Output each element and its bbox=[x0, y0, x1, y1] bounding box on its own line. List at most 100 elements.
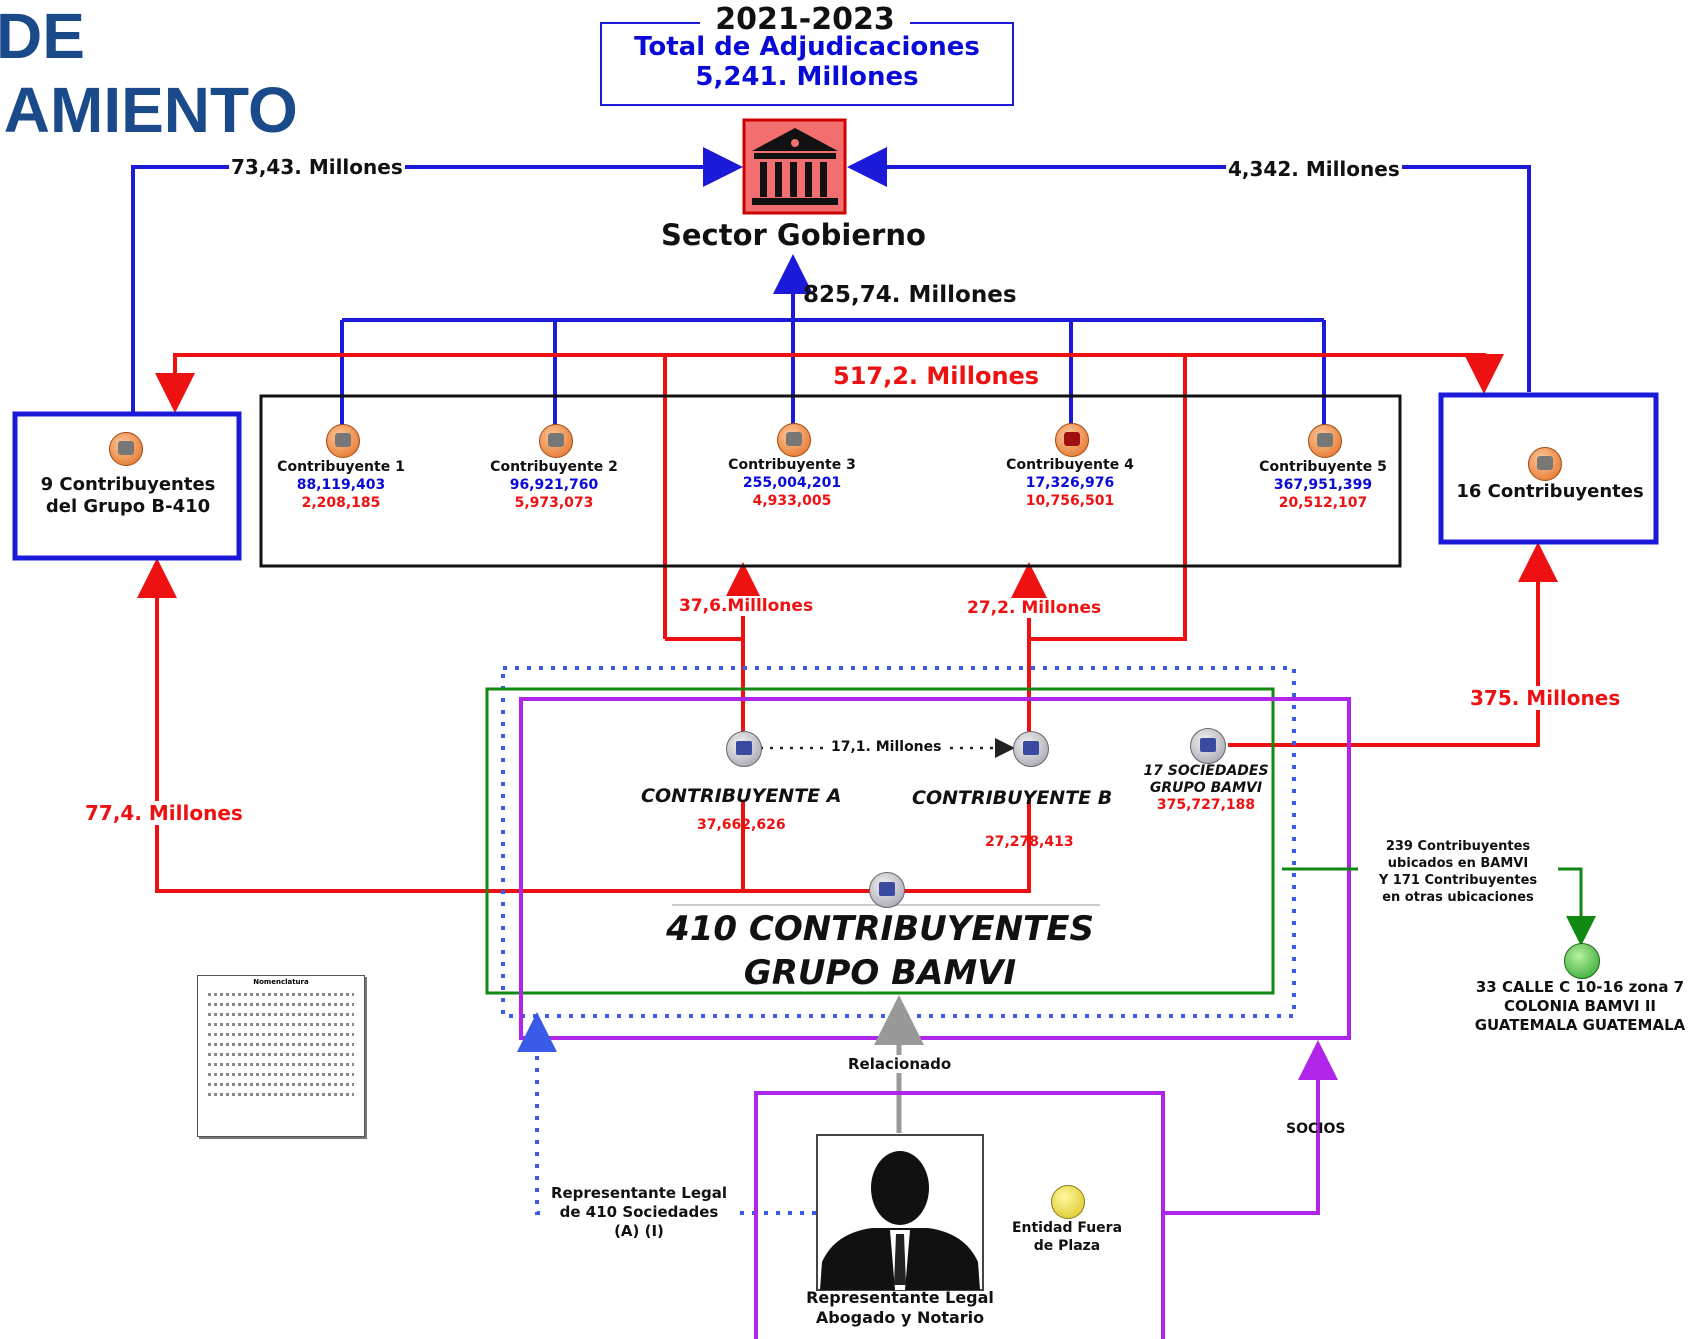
group-green-frame bbox=[485, 687, 1275, 995]
left-group-box bbox=[12, 411, 242, 561]
group-main-line1: 410 CONTRIBUYENTES bbox=[666, 909, 1094, 949]
flow-label-left-red: 77,4. Millones bbox=[83, 801, 245, 825]
contribuyente-4-icon bbox=[1055, 423, 1089, 457]
entity-icon bbox=[1051, 1185, 1085, 1219]
legend-title: Nomenclatura bbox=[253, 978, 309, 986]
contribuyente-red-value: 10,756,501 bbox=[1025, 493, 1115, 509]
contribuyente-5-icon bbox=[1308, 424, 1342, 458]
contribuyente-a-value: 37,662,626 bbox=[697, 817, 786, 833]
flow-label-right-top: 4,342. Millones bbox=[1226, 157, 1402, 181]
sociedades-line2: GRUPO BAMVI bbox=[1149, 780, 1263, 796]
entity-line2: de Plaza bbox=[1033, 1238, 1101, 1254]
sociedades-label: 17 SOCIEDADES GRUPO BAMVI 375,727,188 bbox=[1141, 763, 1271, 814]
government-building-icon bbox=[742, 118, 847, 215]
contribuyente-red-value: 20,512,107 bbox=[1278, 495, 1368, 511]
contribuyente-blue-value: 88,119,403 bbox=[296, 477, 386, 493]
related-label: Relacionado bbox=[846, 1055, 954, 1073]
location-note-line1: 239 Contribuyentes bbox=[1385, 839, 1531, 854]
contribuyente-blue-value: 367,951,399 bbox=[1273, 477, 1373, 493]
location-note-line3: Y 171 Contribuyentes bbox=[1378, 873, 1538, 888]
contribuyente-a-icon bbox=[726, 731, 762, 767]
person-line2: Abogado y Notario bbox=[815, 1308, 985, 1327]
location-note: 239 Contribuyentes ubicados en BAMVI Y 1… bbox=[1358, 838, 1558, 906]
flow-label-right-red: 375. Millones bbox=[1468, 686, 1623, 710]
entity-line1: Entidad Fuera bbox=[1011, 1220, 1123, 1236]
group-icon bbox=[109, 432, 143, 466]
contribuyente-3-icon bbox=[777, 423, 811, 457]
red-flow-left bbox=[137, 558, 1031, 893]
contribuyente-5: Contribuyente 5 367,951,399 20,512,107 bbox=[1233, 458, 1413, 512]
flow-label-a-b: 17,1. Millones bbox=[829, 739, 944, 755]
rep-legal-line3: (A) (I) bbox=[614, 1222, 664, 1240]
contribuyente-b-value: 27,278,413 bbox=[985, 834, 1074, 850]
contribuyente-blue-value: 255,004,201 bbox=[742, 475, 842, 491]
contribuyente-1-icon bbox=[326, 424, 360, 458]
contribuyente-b-label: CONTRIBUYENTE B bbox=[912, 787, 1113, 809]
flow-label-center-up: 825,74. Millones bbox=[803, 282, 1017, 308]
socios-label: SOCIOS bbox=[1286, 1121, 1346, 1137]
red-bus-top bbox=[155, 353, 1504, 641]
contribuyente-name: Contribuyente 2 bbox=[490, 459, 618, 475]
page-title-line1: DE bbox=[0, 0, 85, 72]
address-line1: 33 CALLE C 10-16 zona 7 bbox=[1475, 978, 1685, 996]
contribuyente-red-value: 2,208,185 bbox=[301, 495, 381, 511]
rep-legal-line2: de 410 Sociedades bbox=[559, 1203, 719, 1221]
rep-legal-line1: Representante Legal bbox=[550, 1184, 728, 1202]
right-group-label: 16 Contribuyentes bbox=[1456, 481, 1644, 502]
contribuyente-b-icon bbox=[1013, 731, 1049, 767]
flow-label-left-top: 73,43. Millones bbox=[229, 155, 405, 179]
legend: Nomenclatura bbox=[197, 975, 365, 1137]
right-group-box bbox=[1438, 392, 1659, 545]
government-label: Sector Gobierno bbox=[661, 218, 926, 252]
contribuyente-name: Contribuyente 5 bbox=[1259, 459, 1387, 475]
left-group-line2: del Grupo B-410 bbox=[45, 496, 211, 517]
left-group-line1: 9 Contribuyentes bbox=[40, 474, 216, 495]
contribuyente-2-icon bbox=[539, 424, 573, 458]
blue-flow-left bbox=[131, 147, 743, 412]
group-main-label: 410 CONTRIBUYENTES GRUPO BAMVI bbox=[630, 907, 1130, 995]
blue-flow-right bbox=[847, 147, 1531, 392]
entity-label: Entidad Fuera de Plaza bbox=[1000, 1219, 1134, 1255]
contribuyente-3: Contribuyente 3 255,004,201 4,933,005 bbox=[702, 456, 882, 510]
contribuyente-4: Contribuyente 4 17,326,976 10,756,501 bbox=[980, 456, 1160, 510]
left-group-label: 9 Contribuyentes del Grupo B-410 bbox=[18, 474, 238, 518]
location-note-line4: en otras ubicaciones bbox=[1382, 890, 1534, 905]
flow-label-b-up: 27,2. Millones bbox=[967, 598, 1102, 618]
dotted-flow-rep bbox=[517, 1012, 816, 1215]
contribuyente-blue-value: 96,921,760 bbox=[509, 477, 599, 493]
rep-legal-label: Representante Legal de 410 Sociedades (A… bbox=[544, 1184, 734, 1241]
sociedades-line1: 17 SOCIEDADES bbox=[1143, 763, 1269, 779]
flow-label-red-top: 517,2. Millones bbox=[830, 362, 1043, 390]
contribuyente-name: Contribuyente 4 bbox=[1006, 457, 1134, 473]
person-line1: Representante Legal bbox=[806, 1288, 994, 1307]
contribuyente-red-value: 4,933,005 bbox=[752, 493, 832, 509]
header-period: 2021-2023 bbox=[700, 2, 910, 37]
person-label: Representante Legal Abogado y Notario bbox=[790, 1288, 1010, 1328]
contribuyente-blue-value: 17,326,976 bbox=[1025, 475, 1115, 491]
person-silhouette-icon bbox=[816, 1134, 984, 1291]
page-title-line2: IAMIENTO bbox=[0, 74, 298, 146]
contribuyentes-box bbox=[259, 394, 1402, 568]
grupo-bamvi-icon bbox=[869, 872, 905, 908]
blue-bus bbox=[340, 254, 1326, 428]
red-flow-right bbox=[1228, 542, 1558, 747]
location-note-line2: ubicados en BAMVI bbox=[1387, 856, 1529, 871]
bottom-magenta-box bbox=[754, 1091, 1165, 1339]
sociedades-icon bbox=[1190, 728, 1226, 764]
location-icon bbox=[1564, 943, 1600, 979]
contribuyente-red-value: 5,973,073 bbox=[514, 495, 594, 511]
group-main-line2: GRUPO BAMVI bbox=[743, 953, 1017, 993]
contribuyente-a-label: CONTRIBUYENTE A bbox=[641, 785, 842, 807]
contribuyente-name: Contribuyente 1 bbox=[277, 459, 405, 475]
contribuyente-2: Contribuyente 2 96,921,760 5,973,073 bbox=[464, 458, 644, 512]
flow-label-a-up: 37,6.Milllones bbox=[679, 596, 814, 616]
group-dotted-frame bbox=[501, 666, 1296, 1018]
group-icon bbox=[1528, 447, 1562, 481]
sociedades-value: 375,727,188 bbox=[1156, 797, 1256, 813]
contribuyente-1: Contribuyente 1 88,119,403 2,208,185 bbox=[251, 458, 431, 512]
magenta-flow-socios bbox=[1163, 1040, 1338, 1215]
address: 33 CALLE C 10-16 zona 7 COLONIA BAMVI II… bbox=[1460, 978, 1699, 1035]
header-total-label: Total de Adjudicaciones bbox=[634, 32, 980, 62]
header-total-value: 5,241. Millones bbox=[695, 62, 919, 92]
